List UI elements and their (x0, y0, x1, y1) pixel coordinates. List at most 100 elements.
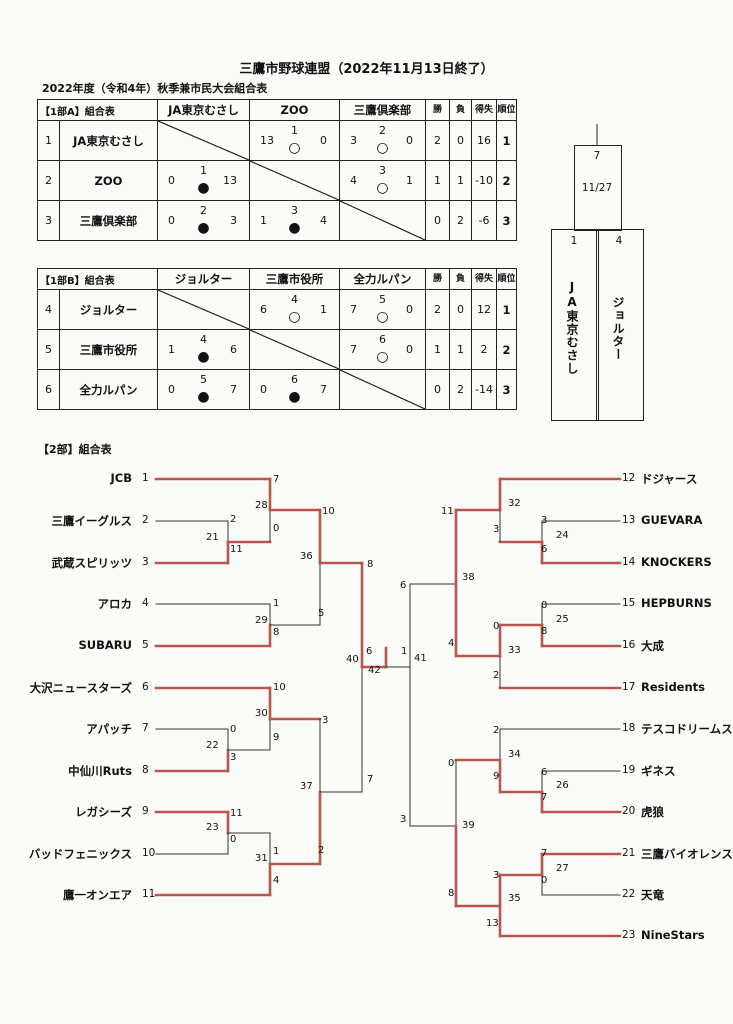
wins: 0 (425, 369, 450, 410)
team-name: NineStars (641, 928, 705, 942)
result-mark: ● (197, 220, 210, 236)
score-home: 0 (168, 214, 175, 227)
rank: 2 (496, 329, 517, 370)
bracket-score: 11 (230, 544, 243, 555)
game-number: 2 (379, 124, 386, 137)
bracket-score: 2 (493, 725, 500, 736)
team-name: 大沢ニュースターズ (29, 681, 132, 695)
final-left-box (551, 229, 599, 421)
result-cell (339, 200, 426, 241)
bracket-score: 8 (273, 627, 280, 638)
score-home: 7 (350, 303, 357, 316)
team-name: バッドフェニックス (28, 847, 132, 861)
bracket-score: 7 (367, 774, 374, 785)
bracket-score: 3 (400, 814, 407, 825)
score-away: 0 (406, 343, 413, 356)
team-name: 中仙川Ruts (68, 764, 132, 778)
bracket-score: 9 (493, 771, 500, 782)
score-home: 0 (168, 383, 175, 396)
team-number: 20 (622, 805, 636, 817)
score-home: 4 (350, 174, 357, 187)
page-title: 三鷹市野球連盟（2022年11月13日終了） (239, 62, 494, 77)
game-number: 4 (200, 333, 207, 346)
result-mark: ○ (288, 309, 301, 325)
game-number: 1 (291, 124, 298, 137)
game-number: 4 (291, 293, 298, 306)
bracket-score: 7 (541, 848, 548, 859)
bracket-score: 2 (230, 514, 237, 525)
bracket-score: 8 (367, 559, 374, 570)
team-number: 12 (622, 472, 636, 484)
rank: 3 (496, 200, 517, 241)
row-team-name: 三鷹倶楽部 (59, 200, 158, 241)
diagonal-slash (340, 201, 425, 240)
bracket-score: 0 (230, 834, 237, 845)
bracket-score: 34 (508, 749, 521, 760)
bracket-score: 2 (318, 845, 325, 856)
bracket-score: 11 (230, 808, 243, 819)
bracket-score: 0 (230, 724, 237, 735)
diagonal-slash (158, 290, 249, 329)
run-diff: 12 (471, 289, 497, 330)
bracket-score: 8 (448, 888, 455, 899)
team-number: 17 (622, 681, 636, 693)
team-number: 23 (622, 929, 636, 941)
bracket-score: 2 (493, 670, 500, 681)
run-diff: -14 (471, 369, 497, 410)
team-name: 三鷹イーグルス (51, 514, 133, 528)
bracket-score: 6 (366, 646, 373, 657)
team-name: テスコドリームス (641, 722, 733, 736)
bracket-score: 0 (448, 758, 455, 769)
score-away: 7 (320, 383, 327, 396)
team-number: 22 (622, 888, 636, 900)
team-name: 武蔵スピリッツ (51, 556, 133, 570)
bracket-score: 38 (462, 572, 475, 583)
team-number: 5 (142, 639, 149, 651)
score-away: 6 (230, 343, 237, 356)
score-away: 3 (230, 214, 237, 227)
team-name: SUBARU (78, 638, 132, 652)
team-name: レガシーズ (75, 805, 132, 819)
score-home: 0 (168, 174, 175, 187)
bracket-score: 40 (346, 654, 359, 665)
bracket-score: 22 (206, 740, 219, 751)
result-mark: ● (197, 389, 210, 405)
team-name: Residents (641, 680, 706, 694)
team-name: 鷹一オンエア (63, 888, 132, 902)
game-number: 5 (379, 293, 386, 306)
bracket-score: 21 (206, 532, 219, 543)
team-name: ギネス (641, 764, 676, 778)
bracket-score: 9 (273, 732, 280, 743)
diagonal-slash (250, 330, 339, 369)
bracket-score: 29 (255, 615, 268, 626)
result-cell (157, 289, 250, 330)
row-team-name: 三鷹市役所 (59, 329, 158, 370)
run-diff: 2 (471, 329, 497, 370)
score-home: 1 (168, 343, 175, 356)
team-number: 1 (142, 472, 149, 484)
result-mark: ● (197, 180, 210, 196)
result-mark: ● (288, 389, 301, 405)
diagonal-slash (250, 161, 339, 200)
team-number: 9 (142, 805, 149, 817)
score-home: 6 (260, 303, 267, 316)
result-mark: ● (288, 220, 301, 236)
bracket-score: 6 (400, 580, 407, 591)
team-number: 19 (622, 764, 636, 776)
score-away: 0 (406, 134, 413, 147)
bracket-score: 28 (255, 500, 268, 511)
bracket-score: 6 (541, 544, 548, 555)
team-name: アロカ (97, 597, 133, 611)
bracket-score: 6 (541, 767, 548, 778)
team-number: 21 (622, 847, 636, 859)
team-number: 16 (622, 639, 636, 651)
final-right-team: ジョルター (611, 296, 625, 361)
bracket-score: 24 (556, 530, 569, 541)
bracket-score: 7 (273, 474, 280, 485)
game-number: 3 (291, 204, 298, 217)
